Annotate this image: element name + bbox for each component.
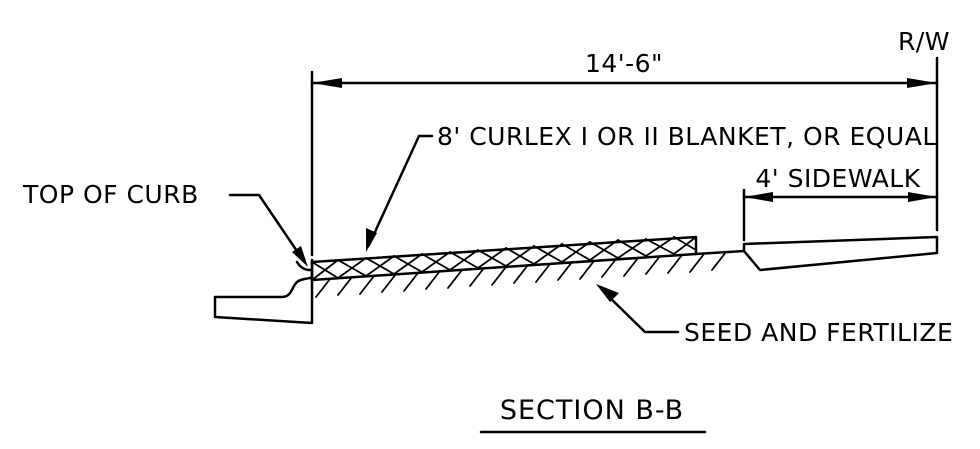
right-of-way-label: R/W [898,27,950,56]
blanket-leader-arrow [366,228,377,252]
top-of-curb-leader-line [228,193,305,262]
curb-back-face [295,260,312,272]
blanket-callout-label: 8' CURLEX I OR II BLANKET, OR EQUAL [437,122,937,151]
sidewalk-dimension-left-arrow [744,192,773,202]
curb-outline [213,258,314,325]
blanket-leader-line [367,134,434,247]
seed-ground-hatch [315,251,727,298]
seed-callout-label: SEED AND FERTILIZE [684,318,953,347]
overall-dimension-right-arrow [907,78,937,88]
sidewalk-dimension-right-arrow [908,192,937,202]
finished-grade-line [694,249,746,256]
overall-dimension-label: 14'-6" [585,49,663,78]
overall-dimension-left-arrow [312,78,342,88]
seed-leader-arrow [596,284,619,302]
top-of-curb-leader-arrow [292,246,308,267]
blanket-crosshatch [311,236,697,281]
top-of-curb-label: TOP OF CURB [22,180,199,209]
sidewalk-dimension-label: 4' SIDEWALK [755,164,920,193]
sidewalk-slab [742,235,939,272]
section-title: SECTION B-B [500,395,684,426]
seed-leader-line [600,288,680,334]
